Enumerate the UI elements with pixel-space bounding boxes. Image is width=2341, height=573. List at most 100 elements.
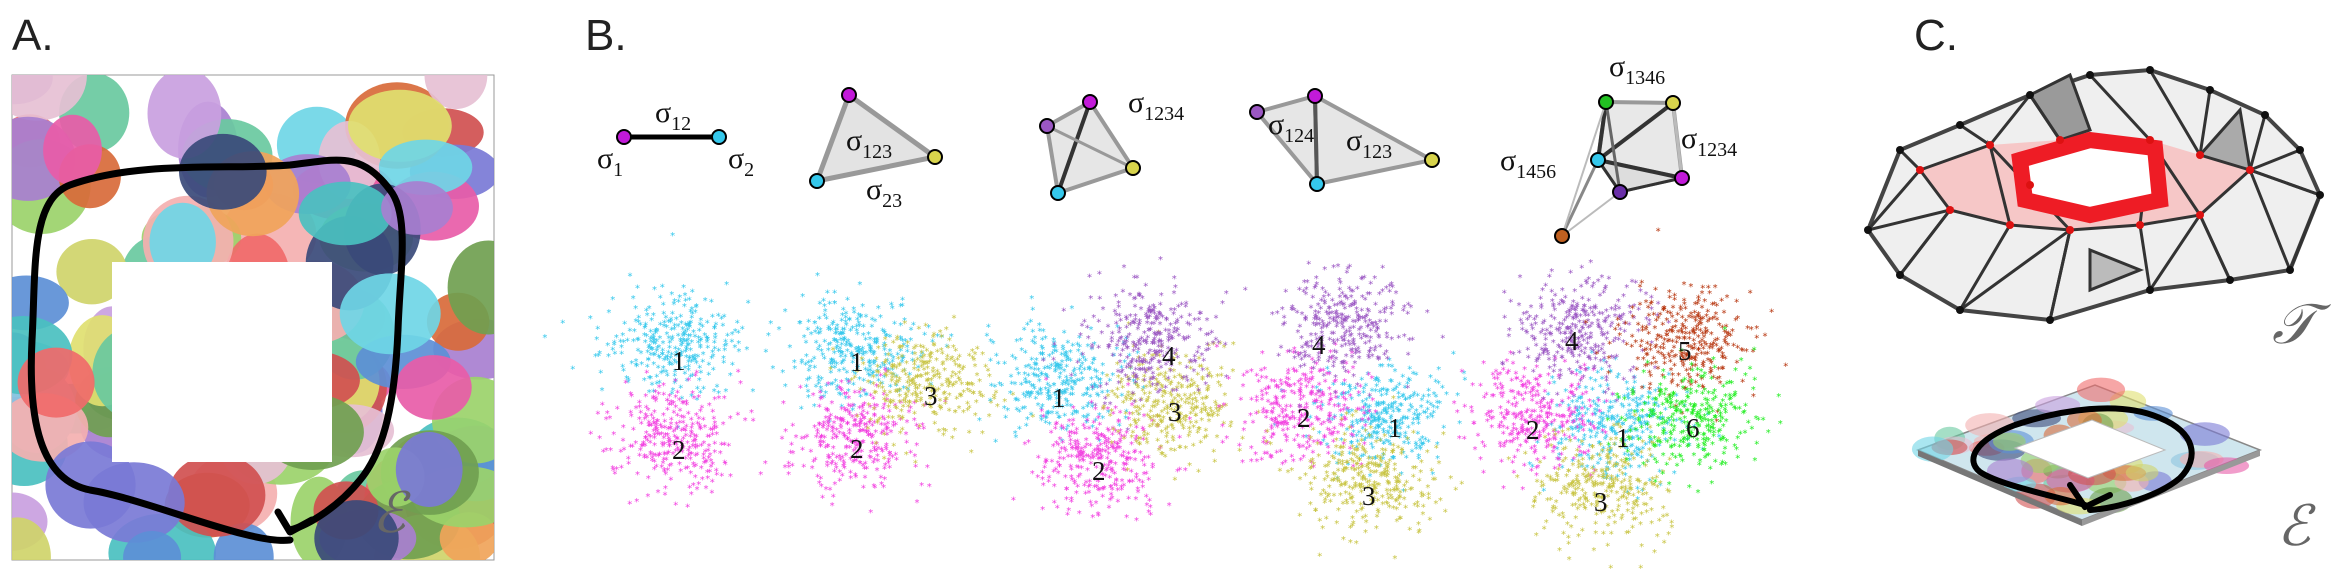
cluster-point: * (1099, 329, 1104, 340)
cluster-point: * (1502, 440, 1507, 451)
cluster-point: * (1367, 408, 1372, 419)
cluster-point: * (676, 297, 681, 308)
cluster-point: * (684, 353, 689, 364)
cluster-point: * (1077, 376, 1082, 387)
cluster-point: * (642, 331, 647, 342)
cluster-point: * (647, 374, 652, 385)
cluster-point: * (890, 414, 895, 425)
cluster-blob (395, 355, 472, 420)
cluster-point: * (593, 352, 598, 363)
cluster-point: * (766, 331, 771, 342)
cluster-point: * (838, 348, 843, 359)
cluster-point: * (628, 272, 633, 283)
cluster-point: * (682, 302, 687, 313)
cluster-point: * (694, 303, 699, 314)
cluster-point: * (709, 488, 714, 499)
cluster-point: * (679, 349, 684, 360)
cluster-point: * (606, 308, 611, 319)
cluster-point: * (876, 304, 881, 315)
cluster-point: * (763, 348, 768, 359)
cluster-point: * (1530, 397, 1535, 408)
cluster-point: * (682, 337, 687, 348)
cluster-point: * (654, 379, 659, 390)
cluster-point: * (798, 319, 803, 330)
cluster-point: * (1205, 373, 1210, 384)
cluster-point: * (1133, 366, 1138, 377)
cluster-point: * (1344, 465, 1349, 476)
cluster-point: * (1283, 288, 1288, 299)
cluster-point: * (1407, 364, 1412, 375)
cluster-point: * (688, 332, 693, 343)
cluster-point: * (1355, 381, 1360, 392)
cluster-point: * (1590, 385, 1595, 396)
panel-b-label: B. (585, 11, 627, 60)
cluster-point: * (1309, 485, 1314, 496)
cluster-point: * (746, 299, 751, 310)
cluster-point: * (631, 337, 636, 348)
cluster-point: * (728, 414, 733, 425)
cluster-point: * (706, 370, 711, 381)
cluster-point: * (1451, 350, 1456, 361)
cluster-point: * (1297, 285, 1302, 296)
cluster-point: * (610, 346, 615, 357)
label-sigma-1: σ1 (597, 142, 623, 181)
cluster-point: * (1363, 427, 1368, 438)
cluster-point: * (1065, 339, 1070, 350)
cluster-point: * (668, 318, 673, 329)
cluster-point: * (657, 354, 662, 365)
cluster-point: * (1490, 371, 1495, 382)
cluster-point: * (1441, 430, 1446, 441)
cluster-point: * (705, 319, 710, 330)
cluster-point: * (1030, 305, 1035, 316)
cluster-point: * (1340, 449, 1345, 460)
cluster-point: * (542, 333, 547, 344)
cluster-point: * (629, 359, 634, 370)
cluster-point: * (868, 508, 873, 519)
cluster-point: * (871, 482, 876, 493)
cluster-point: * (652, 351, 657, 362)
cluster-point: * (1405, 435, 1410, 446)
cluster-point: * (708, 426, 713, 437)
cluster-point: * (588, 430, 593, 441)
cluster-point: * (570, 365, 575, 376)
cluster-point: * (1205, 316, 1210, 327)
cluster-point: * (925, 463, 930, 474)
cluster-point: * (1132, 320, 1137, 331)
cluster-point: * (845, 407, 850, 418)
cluster-point: * (705, 338, 710, 349)
cluster-point: * (1104, 380, 1109, 391)
cluster-point: * (1130, 389, 1135, 400)
cluster-point: * (674, 349, 679, 360)
cluster-point: * (1462, 402, 1467, 413)
cluster-point: * (1478, 382, 1483, 393)
cluster-point: * (686, 321, 691, 332)
cluster-point: * (1382, 432, 1387, 443)
cluster-point: * (646, 474, 651, 485)
cluster-point: * (620, 362, 625, 373)
cluster-point: * (698, 342, 703, 353)
cluster-point: * (710, 312, 715, 323)
cluster-point: * (721, 358, 726, 369)
cluster-point: * (1074, 444, 1079, 455)
cluster-point: * (1237, 442, 1242, 453)
cluster-point: * (1150, 461, 1155, 472)
cluster-point: * (1298, 475, 1303, 486)
cluster-point: * (1282, 393, 1287, 404)
cluster-point: * (763, 459, 768, 470)
cluster-point: * (1142, 470, 1147, 481)
cluster-point: * (1411, 392, 1416, 403)
cluster-point: * (1389, 335, 1394, 346)
cluster-point: * (1452, 399, 1457, 410)
cluster-point: * (669, 316, 674, 327)
cluster-point: * (1116, 379, 1121, 390)
cluster-point: * (1274, 397, 1279, 408)
cluster-point: * (695, 385, 700, 396)
cluster-point: * (1440, 384, 1445, 395)
cluster-point: * (1499, 458, 1504, 469)
cluster-blob (447, 240, 494, 335)
cluster-point: * (1374, 468, 1379, 479)
cluster-point: * (665, 371, 670, 382)
cluster-point: * (912, 409, 917, 420)
cluster-point: * (676, 331, 681, 342)
cluster-point: * (939, 346, 944, 357)
